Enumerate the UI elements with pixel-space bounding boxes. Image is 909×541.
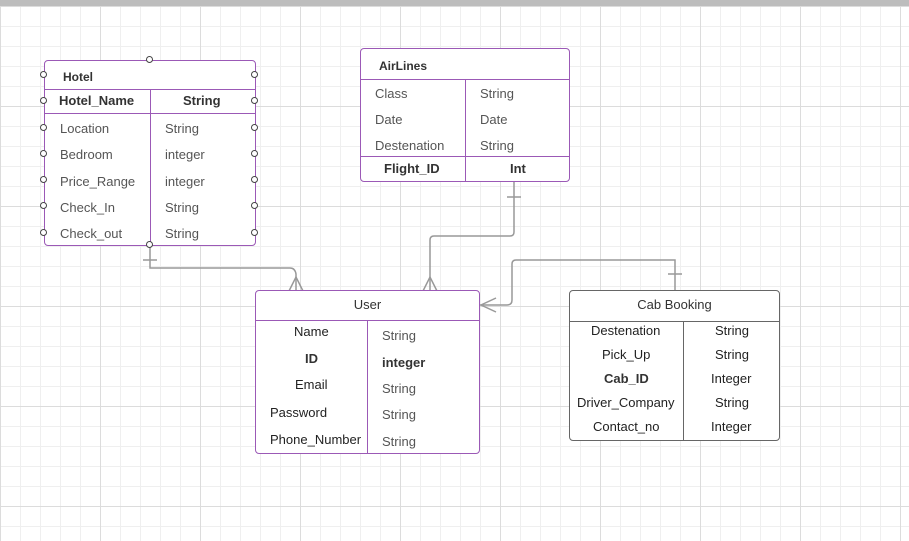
user-title: User xyxy=(353,297,382,312)
airlines-title-divider xyxy=(361,79,569,80)
hotel-key-type: String xyxy=(183,93,221,108)
hotel-field-type: integer xyxy=(165,147,205,162)
connection-point-handle[interactable] xyxy=(40,202,47,209)
cab-booking-entity[interactable]: Cab Booking Destenation String Pick_Up S… xyxy=(569,290,780,441)
airlines-field-type: String xyxy=(480,86,514,101)
user-many-marker-airlines xyxy=(422,275,438,292)
hotel-entity[interactable]: Hotel Hotel_Name String Location String … xyxy=(44,60,256,246)
airlines-entity[interactable]: AirLines Class String Date Date Destenat… xyxy=(360,48,570,182)
user-many-marker-hotel xyxy=(288,275,304,292)
cab-field-type: String xyxy=(715,395,749,410)
airlines-user-relationship xyxy=(429,181,515,291)
cab-field-type: Integer xyxy=(711,371,752,386)
hotel-field-name: Check_out xyxy=(60,226,123,241)
cab-field-name: Driver_Company xyxy=(577,395,675,410)
connection-point-handle[interactable] xyxy=(40,176,47,183)
connection-point-handle[interactable] xyxy=(40,71,47,78)
connection-point-handle[interactable] xyxy=(251,124,258,131)
hotel-column-divider xyxy=(150,90,151,246)
hotel-field-name: Location xyxy=(60,121,110,136)
airlines-title: AirLines xyxy=(379,59,428,73)
connection-point-handle[interactable] xyxy=(40,150,47,157)
user-many-marker-cab xyxy=(479,297,497,313)
hotel-field-type: String xyxy=(165,121,199,136)
connection-point-handle[interactable] xyxy=(251,202,258,209)
connection-point-handle[interactable] xyxy=(251,150,258,157)
hotel-field-type: String xyxy=(165,226,199,241)
airlines-field-type: String xyxy=(480,138,514,153)
cab-booking-title-divider xyxy=(570,321,779,322)
hotel-field-name: Check_In xyxy=(60,200,115,215)
airlines-key-name: Flight_ID xyxy=(384,161,440,176)
connection-point-handle[interactable] xyxy=(40,229,47,236)
airlines-field-name: Destenation xyxy=(375,138,445,153)
user-entity[interactable]: User Name String ID integer Email String… xyxy=(255,290,480,454)
cab-field-name: Contact_no xyxy=(593,419,660,434)
cab-field-type: Integer xyxy=(711,419,752,434)
cab-booking-column-divider xyxy=(683,322,684,441)
top-toolbar-strip xyxy=(0,0,909,6)
user-title-divider xyxy=(256,320,479,321)
connection-point-handle[interactable] xyxy=(251,229,258,236)
user-field-type: String xyxy=(382,328,416,343)
hotel-field-type: integer xyxy=(165,174,205,189)
hotel-user-relationship xyxy=(149,246,297,291)
user-field-name: Phone_Number xyxy=(270,432,362,447)
connection-point-handle[interactable] xyxy=(40,97,47,104)
airlines-field-name: Date xyxy=(375,112,403,127)
airlines-field-name: Class xyxy=(375,86,408,101)
hotel-field-name: Price_Range xyxy=(60,174,136,189)
user-field-name: Password xyxy=(270,405,328,420)
hotel-title: Hotel xyxy=(63,70,93,84)
connection-point-handle[interactable] xyxy=(251,97,258,104)
hotel-title-divider xyxy=(45,89,255,90)
connection-point-handle[interactable] xyxy=(251,71,258,78)
user-field-name: Email xyxy=(295,377,328,392)
hotel-field-type: String xyxy=(165,200,199,215)
airlines-column-divider xyxy=(465,80,466,182)
airlines-key-type: Int xyxy=(510,161,526,176)
cab-booking-title: Cab Booking xyxy=(637,297,712,312)
cab-field-type: String xyxy=(715,323,749,338)
user-key-name: ID xyxy=(305,351,318,366)
user-key-type: integer xyxy=(382,355,426,370)
cab-user-relationship xyxy=(480,259,676,306)
cab-field-name: Destenation xyxy=(591,323,661,338)
user-field-type: String xyxy=(382,434,416,449)
user-field-type: String xyxy=(382,381,416,396)
airlines-field-type: Date xyxy=(480,112,508,127)
user-field-type: String xyxy=(382,407,416,422)
connection-point-handle[interactable] xyxy=(146,56,153,63)
hotel-key-name: Hotel_Name xyxy=(59,93,135,108)
connection-point-handle[interactable] xyxy=(251,176,258,183)
connection-point-handle[interactable] xyxy=(40,124,47,131)
user-column-divider xyxy=(367,321,368,454)
cab-field-name: Pick_Up xyxy=(602,347,651,362)
hotel-field-name: Bedroom xyxy=(60,147,113,162)
user-field-name: Name xyxy=(294,324,329,339)
cab-field-type: String xyxy=(715,347,749,362)
cab-key-name: Cab_ID xyxy=(604,371,649,386)
connection-point-handle[interactable] xyxy=(146,241,153,248)
